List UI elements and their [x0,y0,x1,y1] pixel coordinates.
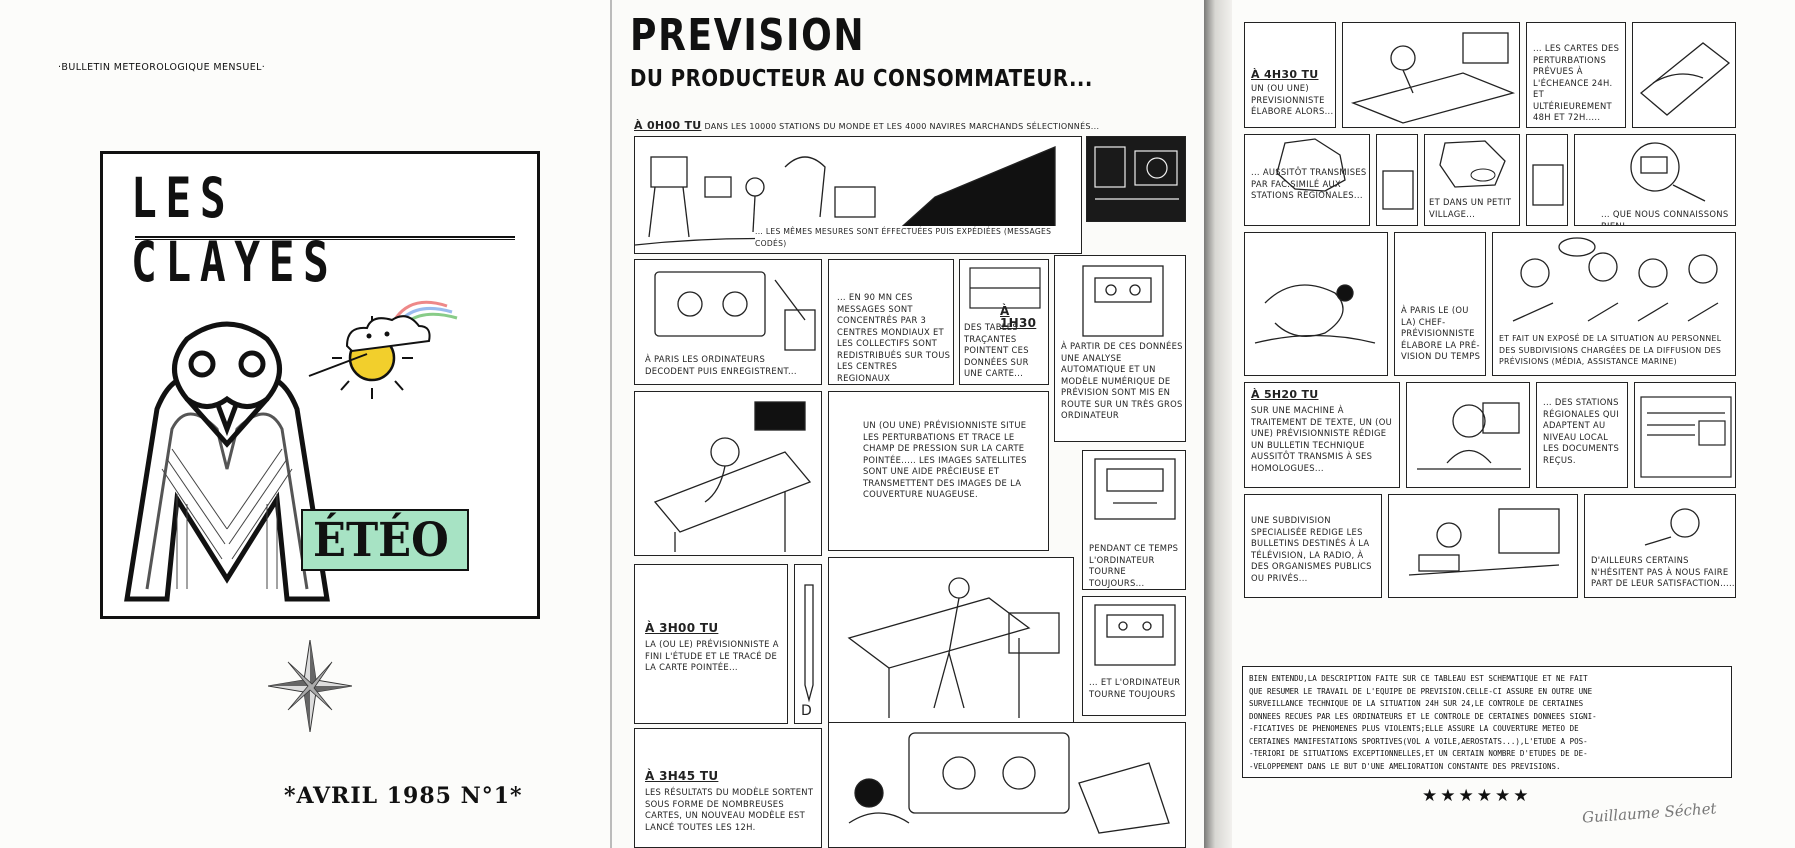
panel-90mn: ... EN 90 mn CES MESSAGES SONT CONCENTRÉ… [828,259,954,385]
briefing-caption: ET FAIT UN EXPOSÉ DE LA SITUATION AU PER… [1499,334,1722,366]
panel-satisfaction: D'AILLEURS CERTAINS N'HÉSITENT PAS À NOU… [1584,494,1736,598]
3h45-time: À 3h45 TU [645,769,719,783]
panel-forecaster-desk [634,391,822,556]
svg-text:D: D [801,703,812,719]
90mn-caption: ... EN 90 mn CES MESSAGES SONT CONCENTRÉ… [837,292,951,383]
panel-maps-output [828,722,1186,848]
cover-page: ·BULLETIN METEOROLOGIQUE MENSUEL· LES CL… [0,0,610,848]
panel-situe: UN (OU UNE) PRÉVISIONNISTE SITUE LES PER… [828,391,1049,551]
4h30-caption: UN (OU UNE) PREVISIONNISTE ÉLABORE ALORS… [1251,83,1334,116]
panel-connaissons: ... QUE NOUS CONNAISSONS BIEN! [1574,134,1736,226]
1h30-caption: DES TABLES TRAÇANTES POINTENT CES DONNÉE… [964,322,1029,378]
title-underline [135,236,515,240]
5h20-time: À 5h20 TU [1251,388,1319,401]
briefing-drawing [1512,237,1719,322]
subdiv-caption: UNE SUBDIVISION SPECIALISÉE REDIGE LES B… [1251,515,1372,583]
panel-computer-room [1086,136,1186,222]
summary-line-4: DONNEES RECUES PAR LES ORDINATEURS ET LE… [1249,711,1597,721]
satisfaction-caption: D'AILLEURS CERTAINS N'HÉSITENT PAS À NOU… [1591,555,1735,588]
pendant-caption: PENDANT CE TEMPS L'ORDINATEUR TOURNE TOU… [1089,543,1179,588]
panel-stations-ships: ... LES MÊMES MESURES SONT ÉFFECTUÉES PU… [634,136,1082,254]
forecast-subtitle: DU PRODUCTEUR AU CONSOMMATEUR... [630,66,1093,92]
panel-fac: ... AUSSITÔT TRANSMISES PAR FAC.SIMILÉ A… [1244,134,1370,226]
panel-fax-machine [1376,134,1418,226]
panel-pendant: PENDANT CE TEMPS L'ORDINATEUR TOURNE TOU… [1082,450,1186,590]
panel-3h45: À 3h45 TU LES RÉSULTATS DU MODÈLE SORTEN… [634,728,822,848]
cover-frame: LES CLAYES É [100,151,540,619]
panel-stations: ... DES STATIONS RÉGIONALES QUI ADAPTENT… [1536,382,1628,488]
compass-star-icon [268,640,352,732]
panel-paris-computers: À PARIS LES ORDINATEURS DECODENT PUIS EN… [634,259,822,385]
panel-analyse: À PARTIR DE CES DONNÉES UNE ANALYSE AUTO… [1054,255,1186,442]
gutter-shadow-2 [1204,0,1232,848]
summary-line-5: -FICATIVES DE PHENOMENES PLUS VIOLENTS;E… [1249,724,1579,733]
4h30-time: À 4h30 TU [1251,68,1319,81]
panel-5h20: À 5h20 TU SUR UNE MACHINE À TRAITEMENT D… [1244,382,1400,488]
panel-tv-radio [1388,494,1578,598]
row1-caption-text: DANS LES 10000 STATIONS DU MONDE ET LES … [704,122,1100,131]
summary-line-6: CERTAINES MANIFESTATIONS SPORTIVES(VOL A… [1249,736,1588,746]
stars-divider: ★★★★★★ [1422,786,1532,806]
logo-word: ÉTÉO [313,513,449,568]
row1-sub-caption: ... LES MÊMES MESURES SONT ÉFFECTUÉES PU… [755,226,1081,249]
3h45-caption: LES RÉSULTATS DU MODÈLE SORTENT SOUS FOR… [645,787,814,832]
situe-caption: UN (OU UNE) PRÉVISIONNISTE SITUE LES PER… [863,420,1027,499]
ordi-caption: ... ET L'ORDINATEUR TOURNE TOUJOURS [1089,677,1181,699]
panel-map-stack [1632,22,1736,128]
fac-caption: ... AUSSITÔT TRANSMISES PAR FAC.SIMILÉ A… [1251,167,1367,200]
panel-village: ET DANS UN PETIT VILLAGE... [1424,134,1520,226]
row1-caption: À 0h00 TU DANS LES 10000 STATIONS DU MON… [634,120,1204,133]
drafting-woman-drawing [847,577,1060,718]
summary-line-8: -VELOPPEMENT DANS LE BUT D'UNE AMELIORAT… [1249,761,1561,771]
3h00-caption: LA (OU LE) PRÉVISIONNISTE A FINI L'ÉTUDE… [645,639,779,672]
gutter-shadow-1 [610,0,612,848]
cartes-caption: ... LES CARTES DES PERTURBATIONS PRÉVUES… [1533,43,1620,122]
panel-subdiv: UNE SUBDIVISION SPECIALISÉE REDIGE LES B… [1244,494,1382,598]
3h00-time: À 3h00 TU [645,621,719,635]
bulletin-label: ·BULLETIN METEOROLOGIQUE MENSUEL· [58,62,266,73]
cover-title: LES CLAYES [131,166,338,294]
logo-word-box: ÉTÉO [301,509,469,571]
panel-pencil: D [794,564,822,724]
forecaster-desk-drawing [653,401,812,552]
meteo-m-logo [124,321,330,602]
forecast-title: PREVISION [630,10,866,61]
summary-box: BIEN ENTENDU,LA DESCRIPTION FAITE SUR CE… [1242,666,1732,778]
summary-line-7: -TERIORI DE SITUATIONS EXCEPTIONNELLES,E… [1249,749,1588,758]
1h30-time: À 1h30 [1000,304,1037,330]
panel-drafting-woman [828,557,1074,723]
panel-ordi: ... ET L'ORDINATEUR TOURNE TOUJOURS [1082,596,1186,716]
panel-cartes: ... LES CARTES DES PERTURBATIONS PRÉVUES… [1526,22,1626,128]
panel-typist [1406,382,1530,488]
stations-caption: ... DES STATIONS RÉGIONALES QUI ADAPTENT… [1543,397,1620,465]
5h20-caption: SUR UNE MACHINE À TRAITEMENT DE TEXTE, U… [1251,405,1393,473]
panel-newspaper [1634,382,1736,488]
panel-briefing: ET FAIT UN EXPOSÉ DE LA SITUATION AU PER… [1492,232,1736,376]
analyse-caption: À PARTIR DE CES DONNÉES UNE ANALYSE AUTO… [1061,341,1183,420]
panel-3h00: À 3h00 TU LA (OU LE) PRÉVISIONNISTE A FI… [634,564,788,724]
time-0h00: À 0h00 TU [634,119,702,132]
panel-drawing-maps [1342,22,1520,128]
panel-storm [1244,232,1388,376]
issue-date: *AVRIL 1985 N°1* [284,783,523,809]
village-caption: ET DANS UN PETIT VILLAGE... [1429,197,1512,219]
paris-computers-caption: À PARIS LES ORDINATEURS DECODENT PUIS EN… [645,354,797,376]
maps-output-drawing [848,732,1170,834]
chef-caption: À PARIS LE (OU LA) CHEF-PRÉVISIONNISTE É… [1401,305,1481,361]
panel-4h30: À 4h30 TU UN (OU UNE) PREVISIONNISTE ÉLA… [1244,22,1336,128]
forecast-page: PREVISION DU PRODUCTEUR AU CONSOMMATEUR.… [612,0,1204,848]
summary-line-3: SURVEILLANCE TECHNIQUE DE LA SITUATION 2… [1249,699,1584,708]
summary-line-1: BIEN ENTENDU,LA DESCRIPTION FAITE SUR CE… [1249,674,1588,683]
panel-1h30: À 1h30 DES TABLES TRAÇANTES POINTENT CES… [959,259,1049,385]
sun-cloud-icon [308,300,458,399]
summary-line-2: QUE RESUMER LE TRAVAIL DE L'EQUIPE DE PR… [1249,686,1593,696]
panel-station-hut [1526,134,1568,226]
panel-chef: À PARIS LE (OU LA) CHEF-PRÉVISIONNISTE É… [1394,232,1486,376]
signature: Guillaume Séchet [1581,799,1718,827]
forecast-continued-page: À 4h30 TU UN (OU UNE) PREVISIONNISTE ÉLA… [1232,0,1795,848]
connaissons-caption: ... QUE NOUS CONNAISSONS BIEN! [1601,209,1729,226]
